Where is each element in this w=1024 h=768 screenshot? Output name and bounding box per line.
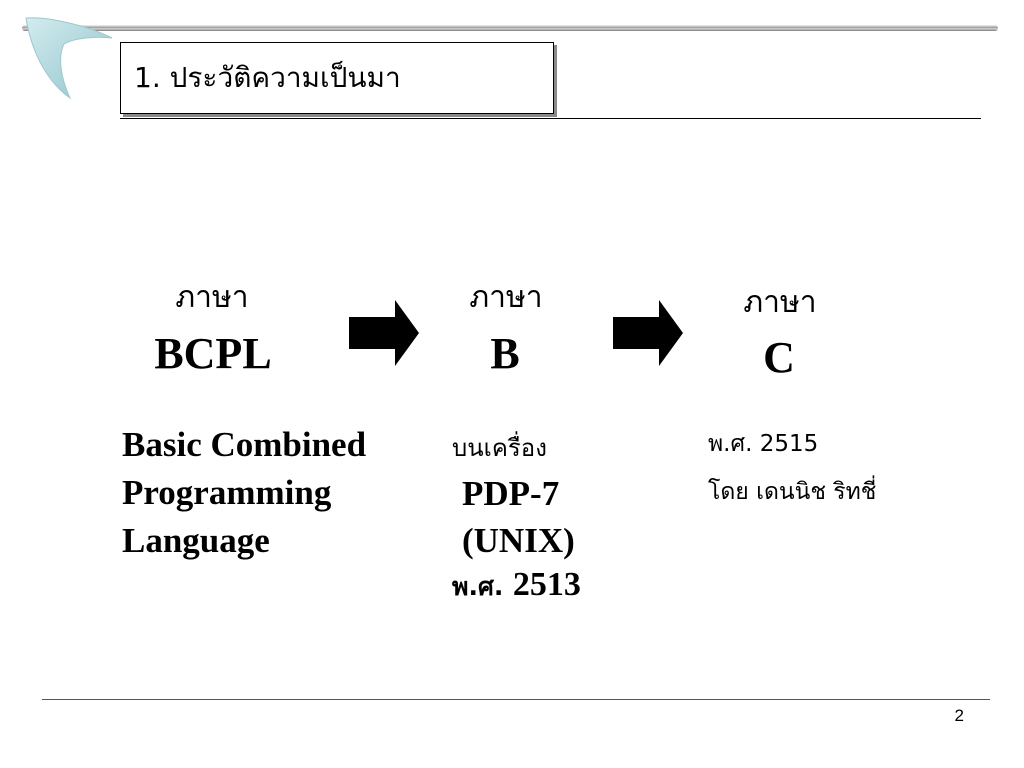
b-on-machine: บนเครื่อง [452, 434, 547, 462]
b-year: พ.ศ. 2513 [452, 566, 581, 607]
page-title: 1. ประวัติความเป็นมา [134, 61, 401, 94]
title-underline [120, 118, 981, 119]
b-label: ภาษา [469, 280, 543, 315]
bcpl-detail-line: Programming [122, 473, 332, 512]
bcpl-details: Basic Combined Programming Language [122, 421, 366, 565]
c-author: โดย เดนนิช ริทชี่ [708, 479, 877, 505]
boomerang-logo-icon [25, 17, 113, 100]
right-arrow-icon [613, 300, 683, 366]
b-year-value: 2513 [512, 566, 581, 603]
bcpl-name: BCPL [154, 329, 272, 378]
c-year: พ.ศ. 2515 [708, 431, 819, 457]
bcpl-detail-line: Basic Combined [122, 425, 367, 464]
c-name: C [763, 333, 795, 382]
bcpl-detail-line: Language [122, 521, 270, 560]
page-number: 2 [954, 706, 964, 725]
footer-rule [42, 699, 990, 700]
b-name: B [490, 329, 520, 378]
header-rule [22, 25, 998, 31]
bcpl-label: ภาษา [175, 280, 249, 315]
b-os: (UNIX) [462, 521, 575, 560]
title-box [120, 42, 554, 114]
b-machine: PDP-7 [462, 474, 560, 513]
b-year-prefix: พ.ศ. [452, 572, 504, 601]
c-label: ภาษา [743, 285, 817, 320]
right-arrow-icon [349, 300, 419, 366]
